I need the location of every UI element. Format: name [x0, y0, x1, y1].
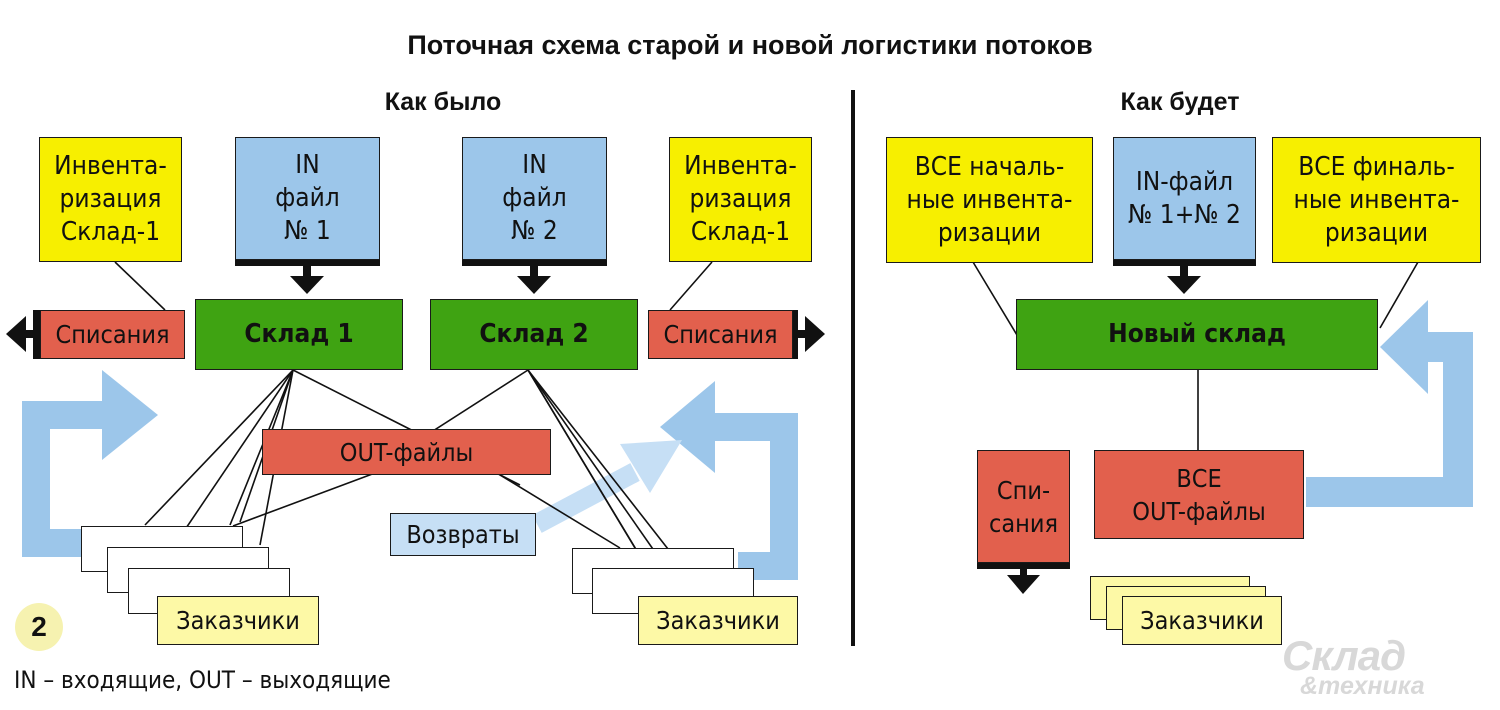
in-file-combined-box: IN-файл № 1+№ 2 [1113, 137, 1256, 260]
legend-text: IN – входящие, OUT – выходящие [14, 666, 391, 694]
connector-line [144, 369, 294, 526]
in2-bar [462, 258, 607, 266]
out-files-box: OUT-файлы [262, 429, 551, 475]
new-warehouse-box: Новый склад [1016, 299, 1378, 370]
new-loop-arrow [1306, 332, 1473, 507]
writeoff-left-box: Списания [40, 310, 185, 359]
customers-new-box: Заказчики [1122, 596, 1282, 645]
in-file-1-box: IN файл № 1 [235, 137, 380, 260]
writeoff-right-bar [790, 310, 798, 359]
connector-line [527, 369, 656, 553]
in1-bar [235, 258, 380, 266]
inventory-left-box: Инвента- ризация Склад-1 [39, 137, 182, 262]
connector-line [177, 369, 294, 541]
customers-left-box: Заказчики [157, 596, 319, 645]
returns-arrow [532, 463, 640, 533]
in-file-2-box: IN файл № 2 [462, 137, 607, 260]
connector-line [527, 369, 669, 550]
writeoff-left-arrow [6, 316, 26, 352]
connector-line [669, 261, 713, 311]
all-initial-inventory-box: ВСЕ началь- ные инвента- ризации [886, 137, 1093, 263]
connector-line [114, 261, 166, 311]
all-out-files-box: ВСЕ OUT-файлы [1094, 450, 1304, 539]
right-loop-arrow-head [660, 381, 715, 473]
writeoff-left-bar [33, 310, 41, 359]
right-loop-arrow [712, 413, 798, 580]
in-combined-down-arrow [1167, 276, 1201, 294]
diagram-title: Поточная схема старой и новой логистики … [407, 30, 1093, 60]
new-loop-arrow-head [1380, 300, 1428, 394]
connector-line [499, 474, 621, 549]
all-final-inventory-box: ВСЕ финаль- ные инвента- ризации [1272, 137, 1481, 263]
left-loop-arrow [22, 401, 105, 557]
connector-line [1379, 261, 1419, 329]
writeoff-new-box: Спи- сания [977, 450, 1070, 563]
writeoff-right-arrow [805, 316, 825, 352]
connector-line [232, 472, 376, 527]
connector-line [527, 369, 641, 557]
writeoff-right-box: Списания [648, 310, 793, 359]
in-combined-bar [1113, 258, 1256, 266]
publisher-logo-subline: &техника [1300, 672, 1425, 700]
inventory-right-box: Инвента- ризация Склад-1 [669, 137, 812, 262]
returns-box: Возвраты [390, 513, 536, 556]
writeoff-new-down-arrow [1007, 575, 1040, 594]
warehouse-2-box: Склад 2 [430, 299, 638, 370]
connector-line [229, 369, 294, 526]
returns-arrow-head [620, 440, 682, 493]
in1-down-arrow [290, 276, 324, 294]
left-loop-arrow-head [102, 370, 158, 460]
old-flow-heading: Как было [384, 88, 502, 116]
publisher-logo: Склад [1282, 632, 1406, 679]
writeoff-new-bar [977, 561, 1070, 569]
figure-number-badge: 2 [15, 603, 63, 651]
new-flow-heading: Как будет [1120, 88, 1240, 116]
in2-down-arrow [517, 276, 551, 294]
customers-right-box: Заказчики [638, 596, 798, 645]
connector-line [972, 261, 1021, 341]
warehouse-1-box: Склад 1 [195, 299, 403, 370]
